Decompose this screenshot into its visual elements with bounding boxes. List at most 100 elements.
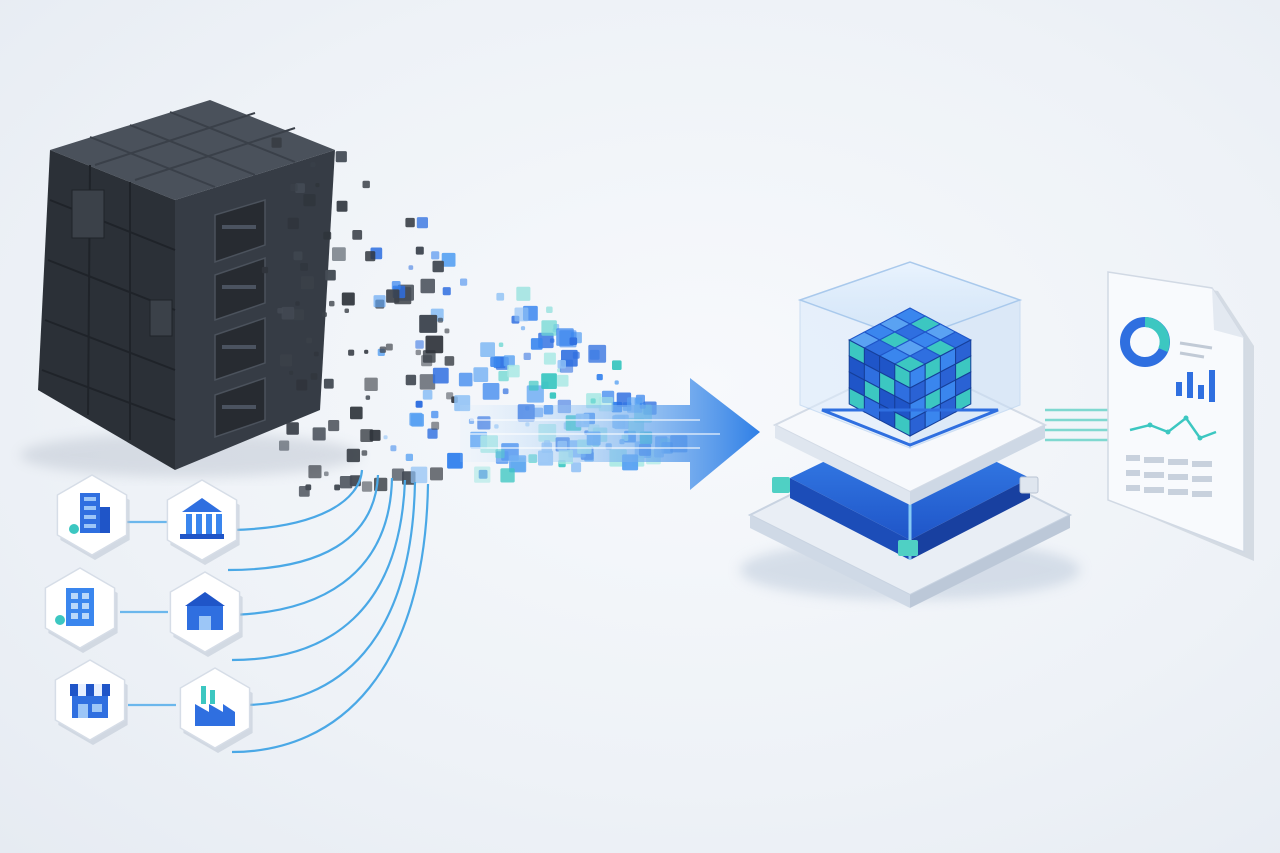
data-particle [300,276,314,290]
data-particle [279,440,290,451]
building-tile [56,474,130,560]
data-particle [352,230,363,240]
data-particle [543,352,556,365]
data-particle [322,312,327,317]
data-particle [312,427,326,441]
building-tile [166,479,240,565]
data-particle [324,471,329,477]
data-particle [571,462,582,473]
data-particle [502,388,509,395]
factory-icon [195,686,235,726]
data-particle [346,448,360,463]
data-particle [444,328,450,334]
data-particle [431,410,439,419]
data-particle [383,435,388,440]
data-particle [329,300,335,307]
data-particle [325,269,336,281]
data-particle [379,346,387,353]
data-particle [556,328,574,346]
data-particle [409,412,423,426]
data-particle [335,151,347,163]
data-particle [530,338,543,350]
bank-icon [180,498,224,539]
data-particle [362,180,370,189]
data-particle [305,484,312,491]
data-particle [507,364,520,378]
data-particle [339,476,353,489]
data-particle [287,217,299,230]
data-particle [281,306,295,320]
connection-lines [120,469,430,754]
data-particle [310,162,316,168]
data-particle [408,265,414,270]
data-particle [306,337,312,344]
data-particle [344,308,349,313]
report-document-icon [1107,271,1254,561]
data-particle [323,378,334,389]
data-particle [310,373,318,380]
data-particle [303,194,316,207]
data-particle [498,370,509,382]
data-particle [361,481,373,492]
data-particle [348,349,355,356]
data-particle [271,137,282,148]
data-particle [341,292,355,306]
data-particle [430,467,443,481]
server-rack-icon [20,100,360,477]
data-particle [364,377,378,391]
data-particle [350,406,363,420]
data-particle [460,278,468,286]
data-particle [415,340,424,349]
data-particle [520,326,526,331]
data-particle [360,429,374,442]
data-particle [336,200,348,212]
data-particle [410,466,428,484]
data-particle [365,395,371,400]
donut-chart-icon [1120,317,1170,367]
data-particle [480,342,495,357]
data-particle [596,374,603,381]
building-tile [54,659,128,745]
data-particle [415,246,424,255]
data-particle [549,338,555,343]
data-particle [431,251,440,260]
building-tile [169,571,243,657]
data-particle [541,373,557,389]
data-particle [482,383,500,400]
data-particle [295,183,305,193]
data-particle [431,421,440,430]
data-particle [569,337,578,345]
data-particle [334,484,341,491]
data-particle [293,251,303,261]
data-particle [590,398,596,404]
data-particle [516,286,531,301]
data-particle [391,468,405,481]
data-particle [315,183,320,188]
data-particle [441,252,456,267]
data-particle [474,466,491,483]
data-particle [447,452,463,469]
data-particle [373,295,386,308]
data-particle [390,445,397,452]
data-particle [503,355,515,367]
data-particle [588,344,607,363]
data-particle [296,379,308,391]
data-particle [365,251,376,262]
data-particle [422,390,433,400]
data-particle [432,260,444,273]
data-particle [496,292,505,301]
building-tile [44,567,118,653]
office-building-icon [55,588,94,626]
line-chart-icon [1129,415,1217,441]
data-particle [458,372,473,387]
warehouse-icon [185,592,225,630]
data-particle [425,335,444,354]
data-particle [405,453,413,461]
flow-arrow [460,378,760,490]
data-particle [528,380,539,391]
data-particle [286,422,299,435]
data-particle [546,306,553,313]
data-particle [415,349,421,356]
store-icon [70,684,110,718]
data-particle [323,231,332,240]
